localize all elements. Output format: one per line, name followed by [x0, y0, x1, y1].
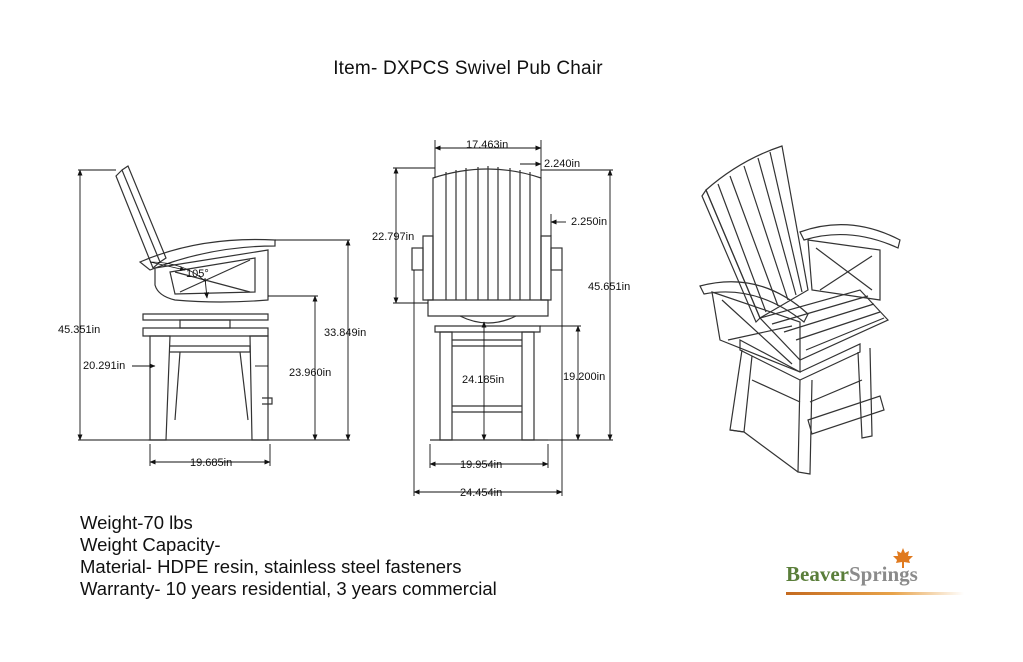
perspective-view [699, 145, 901, 475]
front-total-height-label: 45.651in [588, 281, 630, 293]
logo-underline [786, 592, 964, 595]
front-overall-width-label: 24.454in [460, 487, 502, 499]
front-seat-height-label: 24.185in [462, 374, 504, 386]
side-base-width-label: 19.685in [190, 457, 232, 469]
front-dimension-lines [393, 140, 613, 496]
front-back-height-label: 22.797in [372, 231, 414, 243]
side-footrest-height-label: 23.960in [289, 367, 331, 379]
front-arm-offset-label: 2.250in [571, 216, 607, 228]
logo-text-springs: Springs [848, 562, 918, 586]
side-dimension-lines [77, 169, 351, 466]
logo-text-beaver: Beaver [786, 562, 849, 586]
beaver-springs-logo: BeaverSprings [786, 548, 966, 598]
front-footrest-height-label: 19.200in [563, 371, 605, 383]
page-title: Item- DXPCS Swivel Pub Chair [333, 58, 603, 79]
angle-pointer [149, 261, 186, 272]
recline-angle-label: 105° [186, 268, 209, 280]
side-arm-height-label: 33.849in [324, 327, 366, 339]
spec-capacity: Weight Capacity- [80, 534, 221, 555]
side-seat-depth-label: 20.291in [83, 360, 125, 372]
front-view [411, 166, 563, 441]
side-total-height-label: 45.351in [58, 324, 100, 336]
side-view [115, 165, 276, 441]
spec-weight: Weight-70 lbs [80, 512, 193, 533]
front-base-width-label: 19.954in [460, 459, 502, 471]
specifications: Weight-70 lbs Weight Capacity- Material-… [80, 512, 497, 600]
spec-material: Material- HDPE resin, stainless steel fa… [80, 556, 462, 577]
maple-leaf-icon [893, 548, 913, 568]
spec-warranty: Warranty- 10 years residential, 3 years … [80, 578, 497, 599]
logo-wordmark: BeaverSprings [786, 562, 918, 587]
front-arm-width-label: 2.240in [544, 158, 580, 170]
front-back-width-label: 17.463in [466, 139, 508, 151]
